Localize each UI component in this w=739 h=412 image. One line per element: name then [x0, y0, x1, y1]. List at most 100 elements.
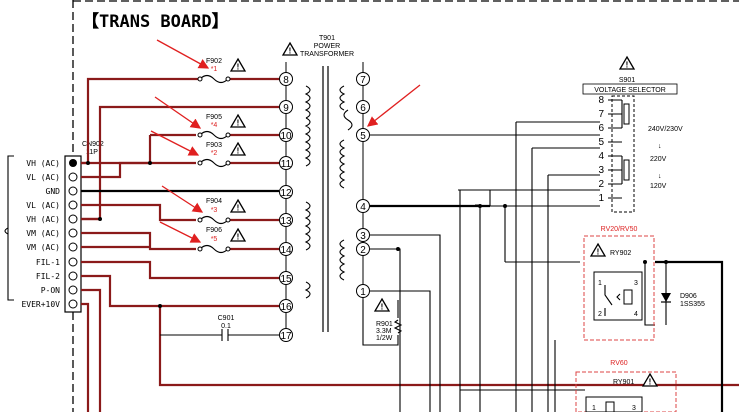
resistor-r901: R901 3.3M 1/2W [362, 298, 403, 346]
fuse-note: *3 [211, 207, 218, 214]
fuse-f904: F904 *3 [197, 198, 246, 225]
fuses: F902 *1 F905 *4 F903 *2 F904 *3 [197, 58, 246, 254]
primary-pin: 17 [280, 331, 292, 342]
connector-label: EVER+10V [21, 300, 60, 309]
connector-label: VM (AC) [26, 243, 60, 252]
primary-coil [304, 117, 311, 167]
primary-pin: 11 [281, 159, 292, 170]
connector-label: VM (AC) [26, 229, 60, 238]
secondary-pin: 1 [360, 287, 366, 298]
fuse-note: *2 [211, 150, 218, 157]
resistor-ref: R901 [376, 321, 393, 328]
fuse-f903: F903 *2 [197, 142, 246, 168]
relay-ref: RY902 [610, 250, 631, 257]
voltage-selector-s901: S901 VOLTAGE SELECTOR 8 7 6 5 4 3 2 1 24… [582, 56, 683, 213]
selector-ref: S901 [619, 77, 635, 84]
fuse-f906: F906 *5 [197, 227, 246, 254]
primary-pin: 10 [280, 131, 292, 142]
connector-label: P-ON [41, 286, 60, 295]
primary-pin: 8 [283, 75, 289, 86]
secondary-pin: 4 [360, 202, 366, 213]
primary-pin: 16 [280, 302, 292, 313]
annotation-arrows [150, 39, 421, 243]
transformer-t901: T901 POWER TRANSFORMER [282, 35, 364, 342]
fuse-f905: F905 *4 [197, 114, 246, 140]
selector-position: 220V [650, 156, 667, 163]
transformer-warning-icon [282, 42, 298, 57]
selector-arrow: ↓ [658, 143, 662, 150]
primary-coil [304, 201, 311, 251]
capacitor-ref: C901 [218, 315, 235, 322]
secondary-coil [343, 109, 353, 131]
primary-pins: 8 9 10 11 12 13 14 15 16 17 [279, 72, 293, 342]
fuse-warning-icon [230, 114, 246, 129]
relay-warning-icon [642, 373, 658, 388]
selector-pin: 3 [598, 165, 604, 176]
relay-box-label: RV60 [610, 360, 627, 367]
selector-pin: 8 [598, 95, 604, 106]
primary-pin: 12 [280, 188, 292, 199]
connector-ref: CN902 [82, 141, 104, 148]
annotation-arrow [159, 221, 202, 243]
fuse-note: *4 [211, 122, 218, 129]
selector-pin: 2 [598, 179, 604, 190]
relay-ry901: RV60 RY901 1 3 [575, 360, 677, 412]
relay-warning-icon [590, 243, 606, 258]
secondary-pin: 2 [360, 245, 366, 256]
junctions [86, 161, 668, 308]
fuse-note: *1 [211, 66, 218, 73]
annotation-arrow [161, 185, 204, 213]
connector-label: VL (AC) [26, 173, 60, 182]
diode-part: 1SS355 [680, 301, 705, 308]
fuse-f902: F902 *1 [197, 58, 246, 84]
annotation-arrow [156, 39, 210, 69]
fuse-warning-icon [230, 142, 246, 157]
selector-pin: 5 [598, 137, 604, 148]
resistor-value: 3.3M [376, 328, 392, 335]
relay-pin: 2 [598, 311, 602, 318]
primary-pin: 15 [280, 274, 292, 285]
fuse-warning-icon [230, 228, 246, 243]
fuse-warning-icon [230, 58, 246, 73]
secondary-pin: 3 [360, 231, 366, 242]
capacitor-c901: C901 0.1 [160, 315, 279, 341]
annotation-arrow [366, 84, 421, 127]
selector-position: 240V/230V [648, 126, 683, 133]
annotation-arrow [154, 96, 202, 129]
selector-title: VOLTAGE SELECTOR [594, 87, 666, 94]
relay-pin: 3 [634, 280, 638, 287]
connector-bracket [7, 155, 14, 301]
relay-pin: 1 [598, 280, 602, 287]
selector-warning-icon [619, 56, 635, 71]
connector-label: VL (AC) [26, 201, 60, 210]
diode-ref: D906 [680, 293, 697, 300]
secondary-coil [339, 139, 346, 189]
annotation-arrow [150, 130, 200, 156]
connector-pin-count: 11P [86, 149, 98, 156]
primary-pin: 13 [280, 216, 292, 227]
connector-label: VH (AC) [26, 159, 60, 168]
primary-pin: 14 [280, 245, 292, 256]
selector-position: 120V [650, 183, 667, 190]
transformer-name-1: POWER [314, 43, 340, 50]
fuse-warning-icon [230, 199, 246, 214]
resistor-power: 1/2W [376, 335, 393, 342]
secondary-pin: 7 [360, 75, 366, 86]
fuse-ref: F903 [206, 142, 222, 149]
fuse-ref: F904 [206, 198, 222, 205]
selector-pin: 4 [598, 151, 604, 162]
relay-pin: 3 [632, 405, 636, 412]
selector-pin: 6 [598, 123, 604, 134]
connector-pins: VH (AC) VL (AC) GND VL (AC) VH (AC) VM (… [21, 159, 78, 309]
primary-pin: 9 [283, 103, 289, 114]
transformer-ref: T901 [319, 35, 335, 42]
primary-coil [304, 281, 311, 299]
selector-arrow: ↓ [658, 173, 662, 180]
relay-pin: 4 [634, 311, 638, 318]
primary-coil [304, 85, 311, 119]
diode-d906: D906 1SS355 [661, 293, 705, 308]
connector-label: VH (AC) [26, 215, 60, 224]
fuse-ref: F905 [206, 114, 222, 121]
resistor-warning-icon [374, 298, 390, 313]
